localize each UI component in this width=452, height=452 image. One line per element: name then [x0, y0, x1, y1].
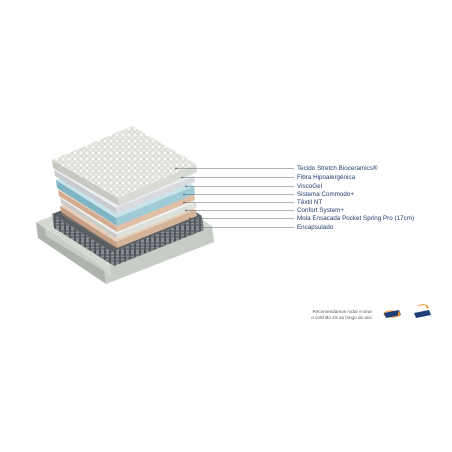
layer-label-fiber: Fibra Hipoalergénica	[297, 174, 356, 181]
leader-dot	[195, 226, 197, 229]
layer-label-viscogel: ViscoGel	[297, 183, 323, 190]
top-fabric-layer	[52, 126, 197, 206]
leader-dot	[185, 185, 187, 188]
leader-lines	[175, 167, 294, 229]
leader-dot	[189, 217, 191, 220]
layer-label-commodo: Sistema Commodo+	[297, 191, 355, 198]
layer-label-encapsulado: Encapsulado	[297, 224, 334, 231]
leader-dot	[183, 201, 185, 204]
layer-label-springs: Mola Ensacada Pocket Spring Pro (17cm)	[297, 215, 415, 222]
layer-label-textile: Têxtil NT	[297, 199, 323, 206]
leader-dot	[185, 209, 187, 212]
leader-dot	[175, 167, 177, 170]
rotation-note: Recomendamos rodar e virar o colchão 4X …	[311, 309, 372, 321]
flip-mattress-icon	[414, 304, 431, 318]
layer-label-top-fabric: Tecido Stretch Bioceramics®	[297, 165, 378, 172]
rotation-note-line1: Recomendamos rodar e virar	[312, 309, 373, 314]
leader-dot	[181, 176, 183, 179]
layer-label-confort: Confort System+	[297, 207, 345, 214]
rotate-mattress-icon	[383, 310, 401, 318]
rotation-note-line2: o colchão 4X ao longo do ano	[311, 315, 372, 320]
leader-dot	[183, 193, 185, 196]
